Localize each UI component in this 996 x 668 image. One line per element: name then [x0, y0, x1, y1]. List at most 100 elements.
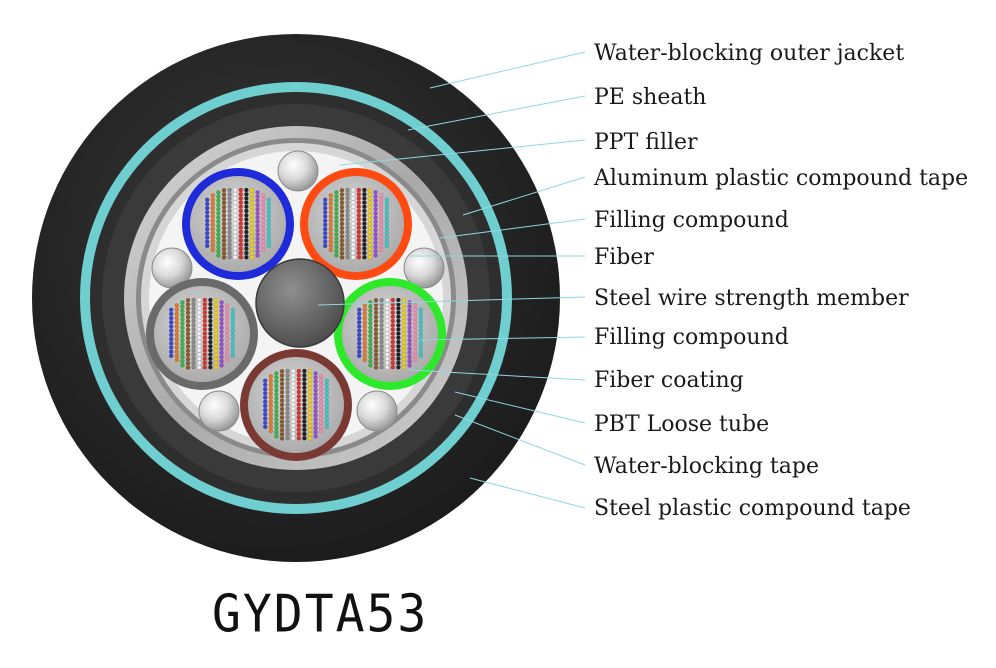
fiber-strand — [401, 327, 407, 332]
fiber-strand — [268, 395, 273, 400]
fiber-strand — [313, 379, 318, 384]
fiber-strand — [266, 235, 271, 240]
fiber-strand — [357, 336, 362, 342]
fiber-strand — [185, 352, 191, 358]
fiber-strand — [202, 339, 208, 345]
fiber-strand — [373, 361, 379, 366]
fiber-strand — [285, 373, 290, 378]
fiber-strand — [407, 346, 412, 351]
fiber-strand — [323, 214, 328, 219]
fiber-strand — [323, 226, 328, 232]
fiber-strand — [385, 323, 390, 328]
fiber-strand — [263, 386, 268, 392]
fiber-strand — [221, 234, 227, 239]
fiber-strand — [274, 430, 279, 435]
fiber-strand — [174, 336, 180, 342]
fiber-strand — [208, 365, 213, 370]
fiber-strand — [227, 196, 232, 201]
fiber-strand — [274, 409, 279, 414]
fiber-strand — [208, 352, 213, 357]
fiber-strand — [249, 225, 255, 231]
fiber-strand — [202, 323, 208, 328]
fiber-strand — [379, 218, 384, 223]
fiber-strand — [174, 349, 180, 354]
fiber-strand — [219, 342, 224, 347]
fiber-strand — [362, 324, 367, 329]
fiber-strand — [362, 225, 367, 231]
fiber-strand — [216, 236, 221, 241]
fiber-strand — [351, 217, 356, 222]
fiber-strand — [356, 242, 361, 247]
fiber-strand — [356, 208, 361, 214]
fiber-strand — [390, 331, 395, 336]
fiber-strand — [191, 360, 196, 366]
fiber-strand — [379, 197, 384, 202]
fiber-strand — [319, 407, 324, 413]
fiber-strand — [390, 335, 395, 340]
fiber-strand — [396, 335, 401, 340]
fiber-strand — [379, 365, 384, 370]
fiber-strand — [401, 348, 407, 353]
fiber-strand — [373, 306, 379, 311]
fiber-strand — [368, 325, 373, 330]
ppt-filler-balls — [151, 150, 445, 432]
fiber-strand — [219, 329, 224, 334]
fiber-strand — [357, 320, 362, 325]
fiber-strand — [185, 323, 191, 328]
fiber-strand — [191, 365, 196, 370]
fiber-strand — [180, 325, 185, 330]
fiber-strand — [196, 318, 202, 324]
loose-tube-filling — [342, 286, 438, 382]
fiber-strand — [274, 434, 279, 439]
fiber-strand — [224, 336, 230, 342]
fiber-strand — [210, 247, 216, 253]
fiber-strand — [302, 419, 307, 424]
fiber-strand — [227, 187, 232, 193]
fiber-strand — [362, 315, 367, 321]
fiber-strand — [208, 360, 213, 366]
fiber-strand — [319, 424, 324, 429]
fiber-strand — [180, 350, 185, 355]
fiber-strand — [319, 386, 324, 392]
fiber-strand — [334, 194, 339, 199]
fiber-strand — [249, 192, 255, 197]
fiber-strand — [185, 340, 191, 345]
fiber-strand — [213, 323, 219, 328]
fiber-strand — [168, 345, 174, 350]
fiber-strand — [390, 348, 395, 353]
fiber-strand — [385, 335, 390, 340]
fiber-strand — [296, 406, 301, 411]
fiber-strand — [373, 248, 378, 254]
fiber-strand — [334, 206, 339, 212]
fiber-strand — [185, 361, 191, 366]
fiber-strand — [307, 377, 313, 382]
fiber-strand — [319, 382, 324, 387]
fiber-strand — [180, 363, 185, 368]
fiber-strand — [244, 242, 249, 247]
fiber-strand — [345, 229, 350, 235]
fiber-strand — [323, 222, 328, 228]
fiber-strand — [279, 427, 285, 433]
fiber-strand — [196, 348, 202, 353]
fiber-strand — [413, 349, 418, 354]
fiber-strand — [261, 239, 266, 244]
fiber-strand — [191, 352, 196, 357]
fiber-strand — [210, 222, 216, 228]
fiber-strand — [255, 206, 260, 212]
fiber-strand — [351, 200, 356, 205]
fiber-strand — [362, 238, 367, 243]
fiber-strand — [373, 344, 379, 349]
fiber-strand — [249, 230, 255, 235]
fiber-strand — [396, 323, 401, 328]
fiber-strand — [362, 357, 367, 363]
fiber-strand — [307, 432, 313, 437]
fiber-strand — [379, 352, 384, 357]
fiber-strand — [232, 238, 238, 243]
fiber-strand — [385, 314, 390, 319]
fiber-strand — [401, 319, 407, 324]
fiber-strand — [227, 246, 232, 252]
fiber-strand — [418, 349, 423, 354]
fiber-strand — [356, 225, 361, 231]
fiber-strand — [384, 239, 389, 244]
fiber-strand — [221, 188, 227, 193]
